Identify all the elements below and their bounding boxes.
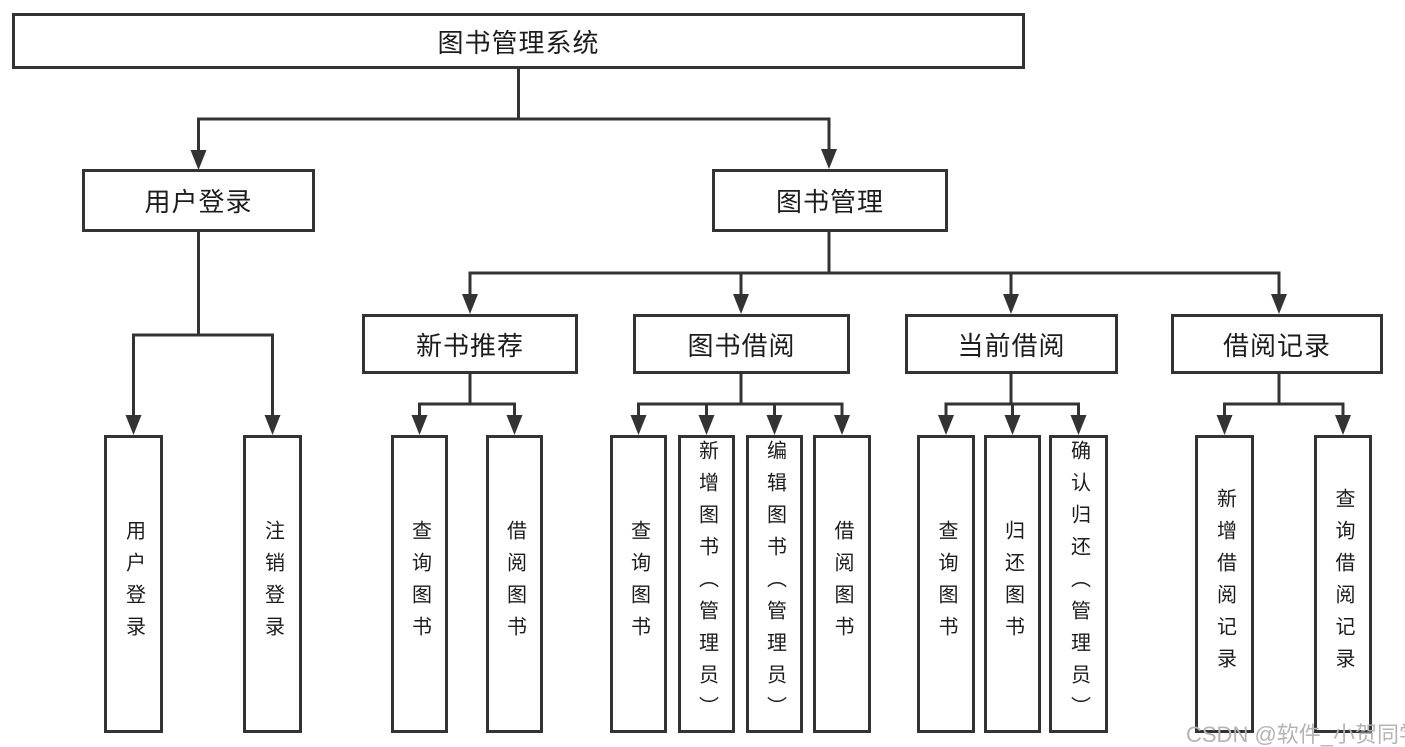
edge-new-books-to-leaves xyxy=(411,374,523,435)
leaf-records-query: 查询借阅记录 xyxy=(1314,435,1372,733)
leaf-current-query-label: 查询图书 xyxy=(935,520,957,648)
leaf-current-return-label: 归还图书 xyxy=(1001,520,1024,648)
leaf-current-return: 归还图书 xyxy=(984,435,1041,733)
leaf-borrow-query-label: 查询图书 xyxy=(627,520,650,648)
edge-records-to-leaves xyxy=(1216,374,1351,435)
edge-current-to-leaves xyxy=(938,374,1087,435)
edge-book-mgmt-to-level3 xyxy=(462,232,1287,314)
node-records-label: 借阅记录 xyxy=(1222,330,1331,361)
node-root-label: 图书管理系统 xyxy=(437,27,600,58)
node-book-mgmt-label: 图书管理 xyxy=(775,187,884,217)
leaf-current-confirm-admin-label: 确认归还（管理员） xyxy=(1067,440,1090,728)
leaf-user-login: 用户登录 xyxy=(104,435,163,733)
node-current-label: 当前借阅 xyxy=(957,330,1066,361)
leaf-current-query: 查询图书 xyxy=(917,435,975,733)
leaf-borrow-book-label: 借阅图书 xyxy=(831,520,853,648)
leaf-borrow-edit-admin: 编辑图书（管理员） xyxy=(746,435,803,733)
edge-borrow-to-leaves xyxy=(630,374,850,435)
node-user-login-label: 用户登录 xyxy=(144,187,253,217)
node-new-books-label: 新书推荐 xyxy=(415,330,524,361)
leaf-newbooks-query: 查询图书 xyxy=(391,435,448,733)
leaf-borrow-add-admin: 新增图书（管理员） xyxy=(678,435,735,733)
edge-root-to-level2 xyxy=(190,68,837,170)
csdn-watermark: CSDN @软件_小贺同学 xyxy=(1186,722,1405,747)
node-borrow-label: 图书借阅 xyxy=(687,330,796,361)
leaf-records-query-label: 查询借阅记录 xyxy=(1332,488,1354,680)
leaf-newbooks-query-label: 查询图书 xyxy=(408,520,431,648)
node-book-mgmt: 图书管理 xyxy=(712,169,948,232)
leaf-records-add: 新增借阅记录 xyxy=(1195,435,1254,733)
leaf-borrow-query: 查询图书 xyxy=(610,435,667,733)
node-new-books: 新书推荐 xyxy=(362,314,578,374)
leaf-current-confirm-admin: 确认归还（管理员） xyxy=(1049,435,1108,733)
leaf-user-login-label: 用户登录 xyxy=(122,520,145,648)
node-borrow: 图书借阅 xyxy=(633,314,850,374)
leaf-borrow-edit-admin-label: 编辑图书（管理员） xyxy=(763,440,786,728)
node-user-login: 用户登录 xyxy=(82,169,315,232)
leaf-borrow-add-admin-label: 新增图书（管理员） xyxy=(695,440,718,728)
node-current: 当前借阅 xyxy=(905,314,1118,374)
node-records: 借阅记录 xyxy=(1171,314,1383,374)
leaf-logout: 注销登录 xyxy=(243,435,302,733)
leaf-borrow-book: 借阅图书 xyxy=(813,435,871,733)
leaf-newbooks-borrow-label: 借阅图书 xyxy=(503,520,526,648)
edge-user-login-to-leaves xyxy=(125,232,281,435)
leaf-newbooks-borrow: 借阅图书 xyxy=(486,435,543,733)
leaf-records-add-label: 新增借阅记录 xyxy=(1213,488,1236,680)
leaf-logout-label: 注销登录 xyxy=(261,520,284,648)
node-root: 图书管理系统 xyxy=(12,13,1025,69)
